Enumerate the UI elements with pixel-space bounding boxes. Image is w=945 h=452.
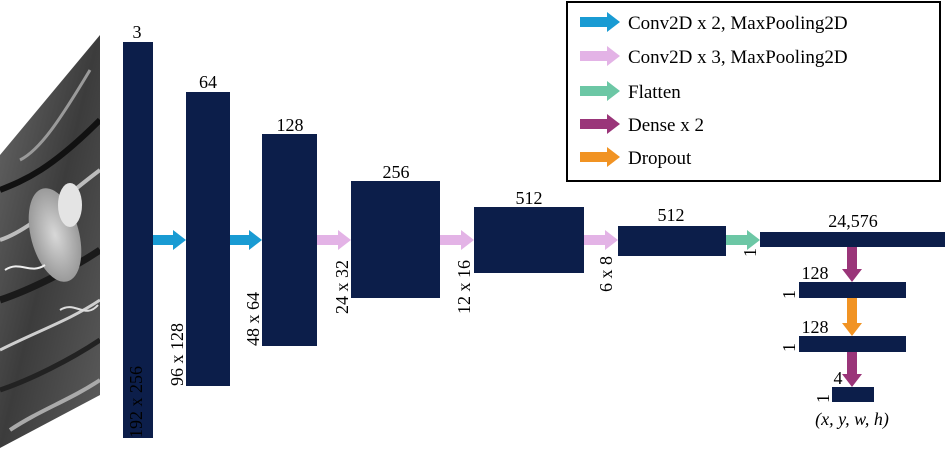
conv-block-1 bbox=[123, 42, 153, 438]
layer-1-channels: 3 bbox=[133, 22, 142, 42]
arrow-conv3-3 bbox=[584, 230, 618, 250]
arrow-dense-1 bbox=[842, 247, 862, 282]
arrow-conv3-1 bbox=[317, 230, 351, 250]
legend-dense-arrow bbox=[580, 114, 620, 134]
layer-5-size: 12 x 16 bbox=[454, 260, 474, 314]
layer-4-channels: 256 bbox=[383, 162, 410, 182]
dense-1-units: 24,576 bbox=[828, 211, 878, 231]
conv-block-3 bbox=[262, 134, 317, 346]
input-scan-image bbox=[0, 35, 100, 448]
dense-block-3 bbox=[799, 336, 906, 352]
output-block bbox=[832, 387, 874, 402]
dense-1-size: 1 bbox=[740, 248, 760, 257]
arrow-conv3-2 bbox=[440, 230, 474, 250]
dense-2-units: 128 bbox=[802, 263, 829, 283]
layer-4-size: 24 x 32 bbox=[332, 260, 352, 314]
conv-block-4 bbox=[351, 181, 440, 298]
conv-block-2 bbox=[186, 92, 230, 386]
legend-conv2-arrow bbox=[580, 12, 620, 32]
layer-2-channels: 64 bbox=[199, 72, 217, 92]
layer-3-size: 48 x 64 bbox=[243, 292, 263, 346]
conv-block-5 bbox=[474, 207, 584, 273]
legend: Conv2D x 2, MaxPooling2D Conv2D x 3, Max… bbox=[566, 1, 941, 182]
output-units: 4 bbox=[834, 368, 843, 388]
arrow-dropout bbox=[842, 298, 862, 336]
legend-flatten-label: Flatten bbox=[628, 82, 681, 103]
dense-block-1 bbox=[760, 232, 945, 247]
layer-6-size: 6 x 8 bbox=[596, 256, 616, 292]
layer-5-channels: 512 bbox=[516, 188, 543, 208]
conv-block-6 bbox=[618, 226, 726, 256]
layer-3-channels: 128 bbox=[277, 115, 304, 135]
arrow-flatten bbox=[726, 230, 760, 250]
legend-dense-label: Dense x 2 bbox=[628, 115, 704, 136]
arrow-dense-2 bbox=[842, 352, 862, 387]
arrow-conv2-2 bbox=[230, 230, 262, 250]
output-label: (x, y, w, h) bbox=[815, 409, 889, 430]
dense-2-size: 1 bbox=[779, 290, 799, 299]
layer-6-channels: 512 bbox=[658, 205, 685, 225]
layer-1-size: 192 x 256 bbox=[126, 366, 146, 438]
legend-dropout-label: Dropout bbox=[628, 148, 692, 169]
layer-2-size: 96 x 128 bbox=[167, 323, 187, 386]
dense-3-units: 128 bbox=[802, 317, 829, 337]
dense-block-2 bbox=[799, 282, 906, 298]
legend-conv3-label: Conv2D x 3, MaxPooling2D bbox=[628, 47, 848, 68]
arrow-conv2-1 bbox=[153, 230, 186, 250]
legend-dropout-arrow bbox=[580, 147, 620, 167]
dense-3-size: 1 bbox=[779, 343, 799, 352]
legend-conv2-label: Conv2D x 2, MaxPooling2D bbox=[628, 13, 848, 34]
legend-flatten-arrow bbox=[580, 81, 620, 101]
output-size: 1 bbox=[813, 394, 833, 403]
legend-conv3-arrow bbox=[580, 46, 620, 66]
